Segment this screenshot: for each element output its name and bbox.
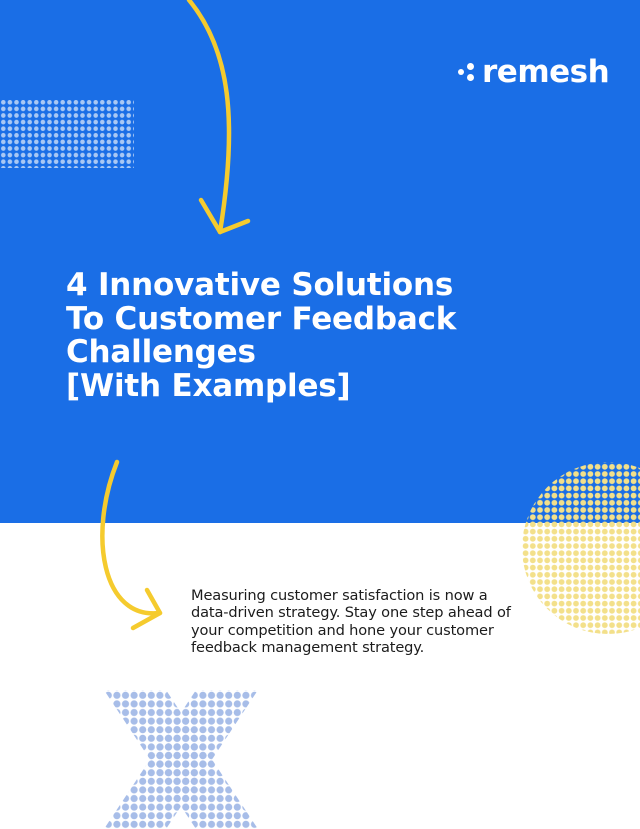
remesh-logo-icon [456, 59, 476, 85]
intro-paragraph: Measuring customer satisfaction is now a… [191, 587, 511, 657]
title-line: To Customer Feedback [66, 300, 457, 337]
title-line: 4 Innovative Solutions [66, 267, 454, 303]
arrow-down-icon [186, 0, 251, 235]
brand-logo: remesh [456, 52, 610, 92]
cover-title: 4 Innovative Solutions To Customer Feedb… [66, 267, 506, 404]
title-line: [With Examples] [66, 367, 351, 404]
hero-background [0, 0, 640, 523]
dot-grid-pattern [0, 100, 134, 168]
brand-name: remesh [482, 53, 610, 90]
title-line: Challenges [66, 334, 256, 370]
dotted-circle-pattern [522, 462, 640, 634]
arrow-right-icon [100, 459, 163, 631]
dotted-x-pattern [104, 690, 258, 829]
